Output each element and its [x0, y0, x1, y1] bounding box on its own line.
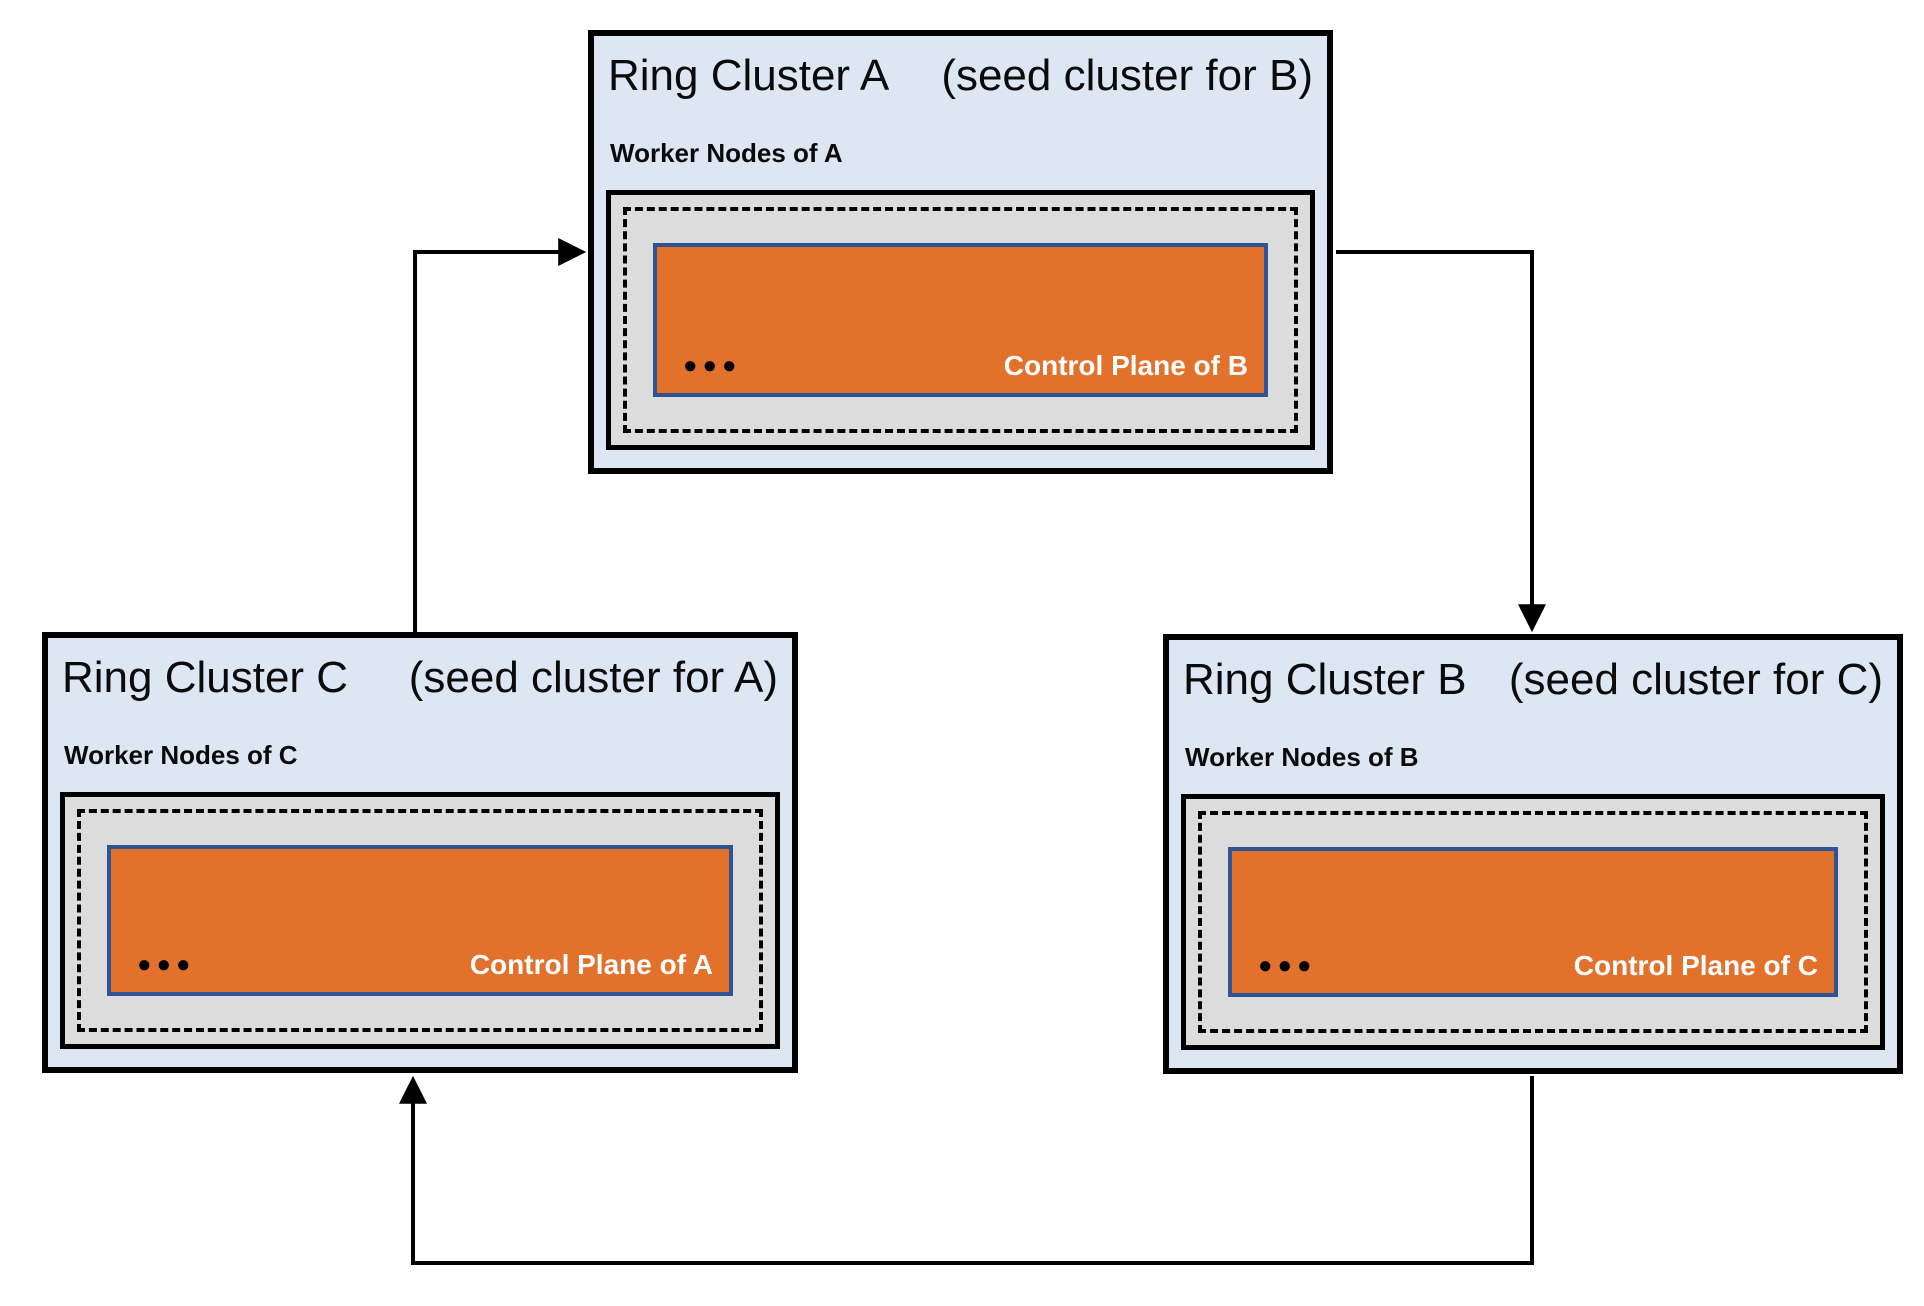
cluster-ring-c: Ring Cluster C (seed cluster for A) Work… — [42, 632, 798, 1073]
cluster-c-subtitle: (seed cluster for A) — [408, 653, 778, 702]
cluster-a-control-plane-label: Control Plane of B — [1003, 350, 1248, 382]
cluster-a-dashed-boundary: ●●● Control Plane of B — [623, 207, 1298, 433]
cluster-b-control-plane-box: ●●● Control Plane of C — [1228, 847, 1838, 997]
cluster-a-worker-nodes-box: ●●● Control Plane of B — [606, 190, 1315, 450]
ellipsis-dots-icon: ●●● — [137, 951, 196, 979]
cluster-b-worker-nodes-label: Worker Nodes of B — [1185, 742, 1419, 772]
cluster-b-title-row: Ring Cluster B (seed cluster for C) — [1183, 652, 1883, 707]
cluster-a-control-plane-box: ●●● Control Plane of B — [653, 243, 1268, 397]
cluster-c-worker-nodes-label: Worker Nodes of C — [64, 740, 298, 770]
cluster-c-title-row: Ring Cluster C (seed cluster for A) — [62, 650, 778, 705]
cluster-c-dashed-boundary: ●●● Control Plane of A — [77, 809, 763, 1032]
cluster-b-title: Ring Cluster B — [1183, 655, 1467, 704]
cluster-a-title-row: Ring Cluster A (seed cluster for B) — [608, 48, 1313, 103]
ellipsis-dots-icon: ●●● — [1258, 952, 1317, 980]
cluster-b-dashed-boundary: ●●● Control Plane of C — [1198, 811, 1868, 1033]
edge-b-to-c — [399, 1075, 1534, 1265]
edge-c-to-a — [413, 238, 587, 632]
cluster-c-title: Ring Cluster C — [62, 653, 349, 702]
cluster-c-control-plane-label: Control Plane of A — [469, 949, 713, 981]
cluster-b-subtitle: (seed cluster for C) — [1508, 655, 1883, 704]
ellipsis-dots-icon: ●●● — [683, 352, 742, 380]
cluster-c-control-plane-box: ●●● Control Plane of A — [107, 845, 733, 996]
cluster-a-title: Ring Cluster A — [608, 51, 890, 100]
cluster-a-worker-nodes-label: Worker Nodes of A — [610, 138, 843, 168]
cluster-b-control-plane-label: Control Plane of C — [1573, 950, 1818, 982]
cluster-ring-b: Ring Cluster B (seed cluster for C) Work… — [1163, 634, 1903, 1074]
cluster-ring-a: Ring Cluster A (seed cluster for B) Work… — [588, 30, 1333, 474]
cluster-c-worker-nodes-box: ●●● Control Plane of A — [60, 792, 780, 1049]
cluster-b-worker-nodes-box: ●●● Control Plane of C — [1181, 794, 1885, 1050]
cluster-a-subtitle: (seed cluster for B) — [941, 51, 1313, 100]
edge-a-to-b — [1336, 250, 1546, 633]
